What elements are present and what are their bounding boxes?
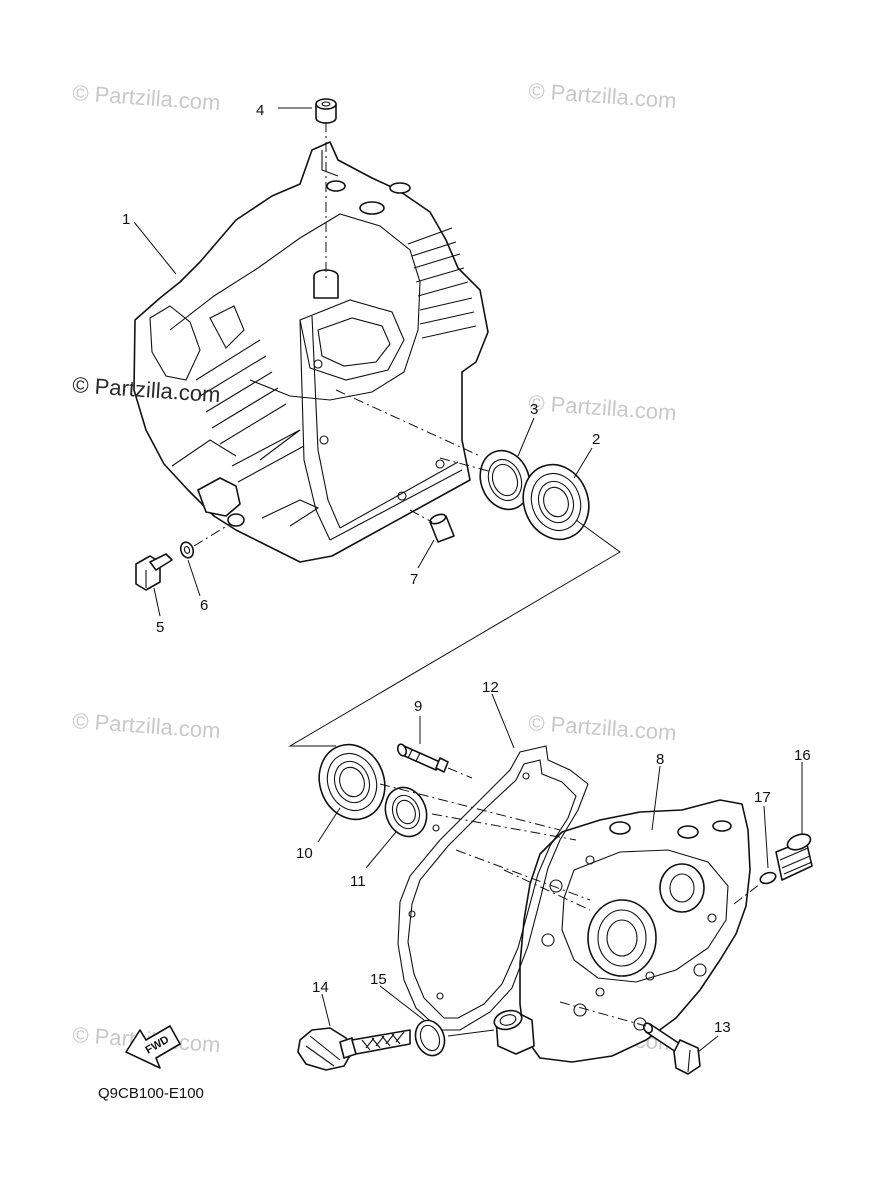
part-7-dowel-pin xyxy=(409,509,455,543)
leader-lines xyxy=(133,107,803,1053)
watermark-1: © Partzilla.com xyxy=(72,80,222,115)
callout-6: 6 xyxy=(200,597,208,614)
part-16-plug xyxy=(775,833,813,881)
alignment-line-2 xyxy=(439,457,493,473)
callout-5: 5 xyxy=(156,619,164,636)
alignment-line-3 xyxy=(431,813,577,841)
callouts: 4 1 3 2 5 6 7 8 9 12 10 11 16 17 13 14 1… xyxy=(122,102,811,1036)
watermark-2: © Partzilla.com xyxy=(528,78,678,113)
part-5-drain-bolt xyxy=(135,553,173,591)
callout-13: 13 xyxy=(714,1019,731,1036)
watermark-4: © Partzilla.com xyxy=(72,708,222,743)
callout-10: 10 xyxy=(296,845,313,862)
alignment-line-5 xyxy=(455,849,591,901)
callout-3: 3 xyxy=(530,401,538,418)
diagram-code: Q9CB100-E100 xyxy=(98,1085,204,1102)
callout-16: 16 xyxy=(794,747,811,764)
alignment-line-6 xyxy=(503,869,591,911)
alignment-line-bearing xyxy=(288,519,621,747)
callout-8: 8 xyxy=(656,751,664,768)
callout-15: 15 xyxy=(370,971,387,988)
callout-1: 1 xyxy=(122,211,130,228)
part-10-bearing xyxy=(318,743,386,821)
part-3-oil-seal xyxy=(479,449,531,511)
callout-11: 11 xyxy=(350,873,366,890)
part-9-dowel-pin xyxy=(396,743,473,779)
callout-14: 14 xyxy=(312,979,329,996)
alignment-line-1 xyxy=(335,389,481,457)
alignment-line-4 xyxy=(379,783,561,831)
part-13-bolt xyxy=(559,1001,701,1075)
crankcase-body xyxy=(133,141,489,563)
part-17-o-ring xyxy=(733,871,777,905)
watermark-5: © Partzilla.com xyxy=(528,710,678,745)
part-14-dipstick xyxy=(297,1027,411,1071)
part-2-bearing xyxy=(522,463,590,541)
watermark-3: © Partzilla.com xyxy=(528,390,678,425)
part-15-o-ring xyxy=(414,1019,495,1057)
crankcase-cover xyxy=(493,799,751,1063)
part-6-washer xyxy=(179,523,231,559)
fwd-arrow-icon: FWD xyxy=(125,1025,181,1069)
callout-17: 17 xyxy=(754,789,771,806)
callout-4: 4 xyxy=(256,102,264,119)
callout-2: 2 xyxy=(592,431,600,448)
callout-7: 7 xyxy=(410,571,418,588)
part-11-oil-seal xyxy=(384,786,428,838)
callout-12: 12 xyxy=(482,679,499,696)
callout-9: 9 xyxy=(414,698,422,715)
part-4-collar xyxy=(315,98,337,278)
